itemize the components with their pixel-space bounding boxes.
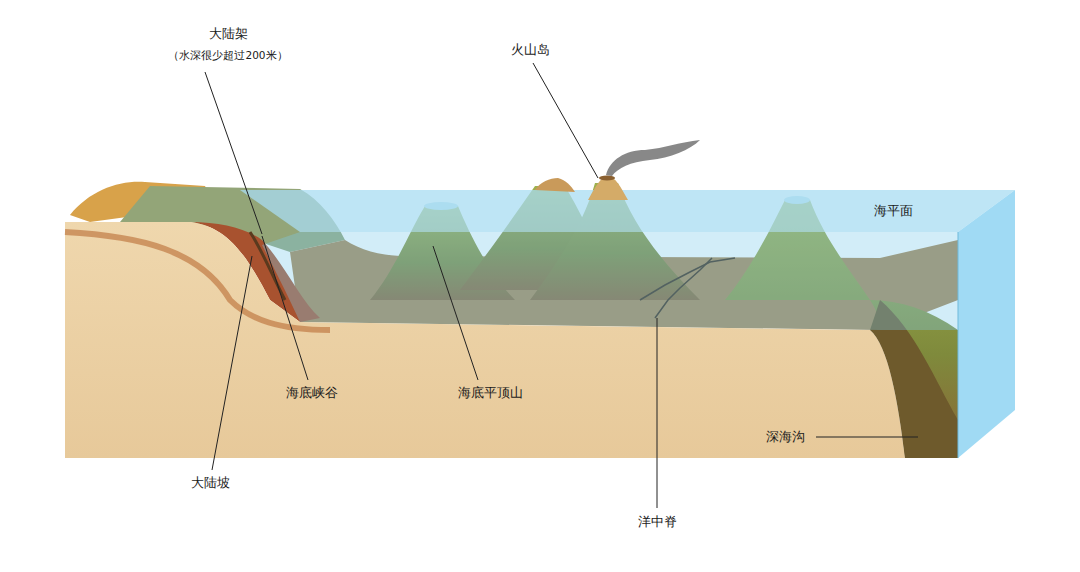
feature-label: 大陆架	[209, 26, 248, 42]
feature-label: 洋中脊	[638, 514, 677, 530]
feature-label: 海平面	[874, 203, 913, 219]
feature-label: 深海沟	[766, 429, 805, 445]
feature-label: 海底峡谷	[286, 385, 338, 401]
feature-label: 火山岛	[511, 42, 550, 58]
note-label: （水深很少超过200米）	[168, 49, 287, 62]
feature-label: 海底平顶山	[458, 385, 523, 401]
feature-label: 大陆坡	[191, 475, 230, 491]
